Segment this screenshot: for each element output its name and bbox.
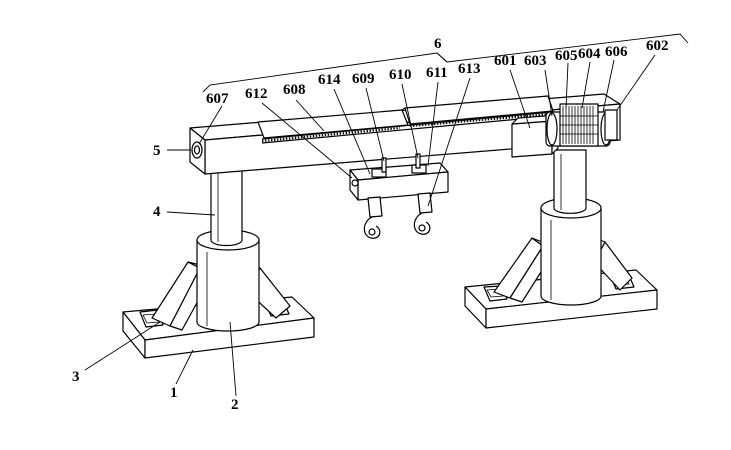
label-1: 1 bbox=[170, 385, 178, 401]
end-bearing bbox=[191, 141, 203, 159]
label-607: 607 bbox=[206, 91, 229, 107]
label-601: 601 bbox=[494, 53, 517, 69]
label-6: 6 bbox=[434, 36, 442, 52]
leader-lines bbox=[84, 33, 689, 397]
right-column-sleeve bbox=[540, 197, 602, 306]
label-606: 606 bbox=[605, 44, 628, 60]
label-4: 4 bbox=[153, 204, 161, 220]
label-608: 608 bbox=[283, 82, 306, 98]
label-609: 609 bbox=[352, 71, 375, 87]
part-labels: 6 607 612 608 614 609 610 611 613 601 60… bbox=[72, 36, 669, 413]
label-604: 604 bbox=[578, 46, 601, 62]
lifting-hooks bbox=[363, 192, 433, 239]
label-611: 611 bbox=[426, 65, 448, 81]
lead-screw bbox=[261, 111, 553, 144]
right-column bbox=[553, 149, 587, 214]
left-column bbox=[210, 167, 243, 247]
label-605: 605 bbox=[555, 48, 578, 64]
label-612: 612 bbox=[245, 86, 268, 102]
label-5: 5 bbox=[153, 143, 161, 159]
label-602: 602 bbox=[646, 38, 669, 54]
label-613: 613 bbox=[458, 61, 481, 77]
gear-housing bbox=[545, 103, 618, 147]
label-3: 3 bbox=[72, 369, 80, 385]
label-610: 610 bbox=[389, 67, 412, 83]
label-2: 2 bbox=[231, 397, 239, 413]
label-614: 614 bbox=[318, 72, 341, 88]
label-603: 603 bbox=[524, 53, 547, 69]
